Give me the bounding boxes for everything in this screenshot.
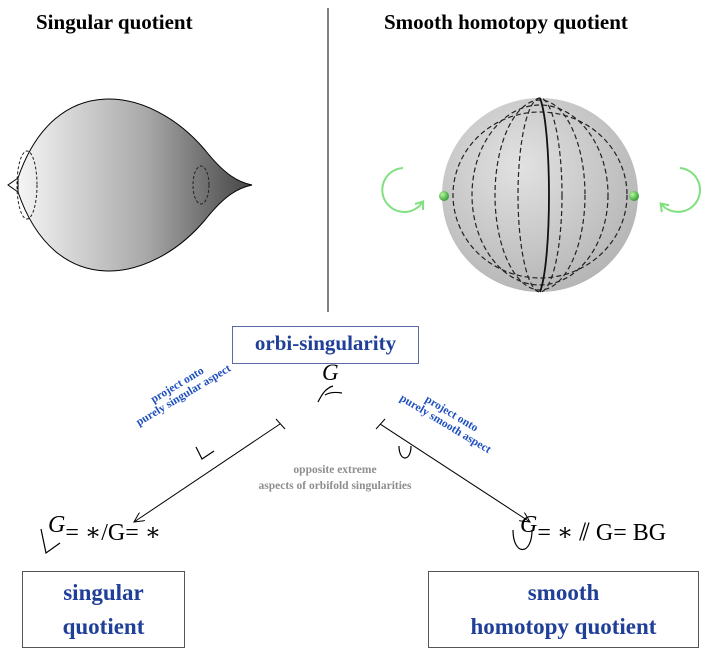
sphere-front-meridian xyxy=(539,97,550,293)
sphere-shape xyxy=(442,98,638,292)
formula-right-G: G xyxy=(520,512,538,538)
singular-quotient-box: singular quotient xyxy=(22,571,185,648)
smooth-homotopy-quotient-box: smooth homotopy quotient xyxy=(428,571,699,648)
right-pole-dot xyxy=(629,191,639,201)
singular-glyph-formula xyxy=(40,528,61,555)
orbi-singularity-symbol: G xyxy=(322,360,339,385)
teardrop-left-ring xyxy=(16,150,38,220)
smooth-homotopy-quotient-line1: smooth xyxy=(527,580,600,605)
smooth-homotopy-quotient-line2: homotopy quotient xyxy=(470,614,657,639)
formula-right-rest: = ∗ ⫽ G= BG xyxy=(537,520,667,546)
smooth-glyph-small xyxy=(398,445,412,459)
formula-right: G= ∗ ⫽ G= BG xyxy=(520,512,667,547)
singular-quotient-line2: quotient xyxy=(62,614,145,639)
left-maps-to-arrow xyxy=(134,423,281,522)
left-pole-dot xyxy=(439,191,449,201)
left-arrow-tick xyxy=(275,418,286,430)
right-rotation-arrow xyxy=(659,167,701,213)
teardrop-cone-edge xyxy=(7,177,19,193)
formula-left-rest: = ∗/G= ∗ xyxy=(65,520,162,546)
smooth-glyph-formula xyxy=(512,529,533,550)
middle-note: opposite extreme aspects of orbifold sin… xyxy=(240,462,430,494)
left-rotation-arrow xyxy=(381,167,425,213)
formula-left: G= ∗/G= ∗ xyxy=(48,512,162,547)
singular-quotient-line1: singular xyxy=(63,580,144,605)
left-heading: Singular quotient xyxy=(36,10,193,34)
orbi-singularity-glyph xyxy=(317,385,343,403)
middle-note-line1: opposite extreme xyxy=(293,464,377,476)
right-heading: Smooth homotopy quotient xyxy=(384,10,628,34)
right-maps-to-arrow xyxy=(379,423,530,522)
orbi-singularity-box: orbi-singularity xyxy=(232,326,419,364)
middle-note-line2: aspects of orbifold singularities xyxy=(258,480,412,492)
teardrop-right-ring xyxy=(192,165,210,205)
singular-glyph-small xyxy=(195,446,215,460)
formula-left-G: G xyxy=(48,512,66,538)
teardrop-shape xyxy=(17,98,253,272)
